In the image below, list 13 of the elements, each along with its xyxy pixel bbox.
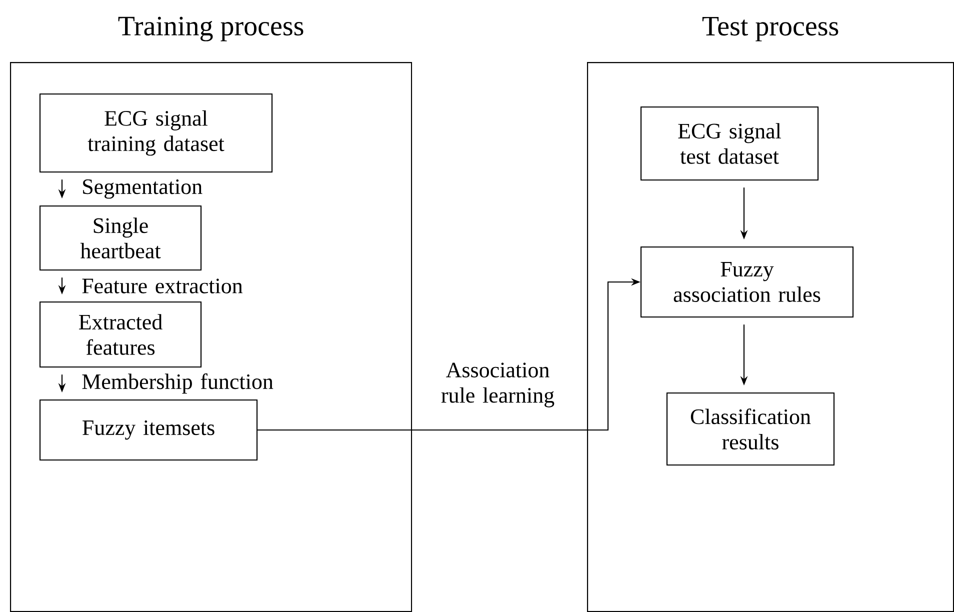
process-box: Fuzzy itemsets: [39, 399, 258, 461]
process-box: Fuzzy association rules: [640, 246, 854, 318]
edge-label: Segmentation: [83, 179, 202, 199]
process-box: Classification results: [666, 392, 835, 466]
process-box: Extracted features: [39, 301, 202, 368]
process-box: ECG signal test dataset: [640, 106, 819, 181]
edge-label: Feature extraction: [82, 278, 243, 294]
process-box: Single heartbeat: [39, 205, 202, 271]
edge-label: Association rule learning: [441, 362, 554, 408]
process-box: ECG signal training dataset: [39, 93, 273, 173]
edge-label: Membership function: [82, 373, 274, 394]
node-label: Test process: [702, 16, 838, 42]
node-label: Training process: [118, 16, 304, 42]
